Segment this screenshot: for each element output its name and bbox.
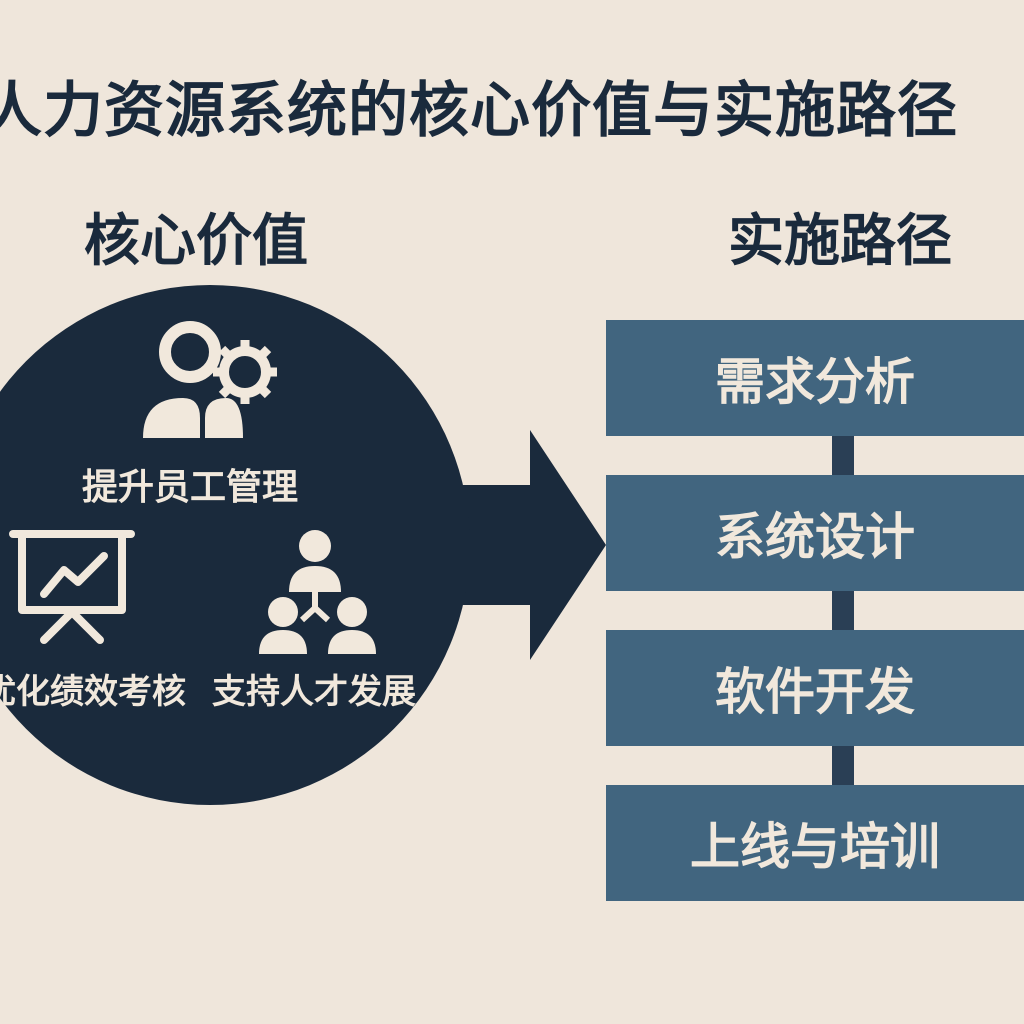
main-title: 人力资源系统的核心价值与实施路径 xyxy=(0,76,958,146)
org-hierarchy-icon xyxy=(259,530,376,654)
core-value-circle xyxy=(0,285,470,805)
step-box-launch-training: 上线与培训 xyxy=(606,785,1024,901)
people-gear-icon xyxy=(143,321,277,438)
step-box-design: 系统设计 xyxy=(606,475,1024,591)
step-connector xyxy=(832,591,854,631)
step-connector xyxy=(832,746,854,786)
value-label-talent-development: 支持人才发展 xyxy=(212,672,416,712)
step-box-requirements: 需求分析 xyxy=(606,320,1024,436)
step-label: 上线与培训 xyxy=(690,818,940,876)
core-value-heading: 核心价值 xyxy=(84,209,308,274)
step-label: 软件开发 xyxy=(715,663,915,721)
step-box-development: 软件开发 xyxy=(606,630,1024,746)
chart-board-icon xyxy=(9,530,135,644)
value-label-performance: 优化绩效考核 xyxy=(0,672,186,712)
step-connector xyxy=(832,436,854,476)
step-label: 需求分析 xyxy=(715,353,915,411)
implementation-path-heading: 实施路径 xyxy=(728,209,952,274)
step-label: 系统设计 xyxy=(715,508,915,566)
value-label-employee-management: 提升员工管理 xyxy=(82,467,299,508)
